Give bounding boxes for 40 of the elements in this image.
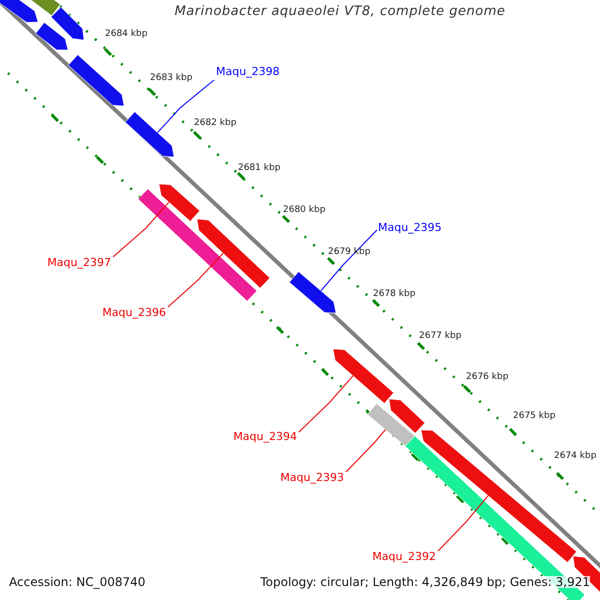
gene-label: Maqu_2394 bbox=[233, 431, 297, 442]
accession-text: Accession: NC_008740 bbox=[9, 576, 146, 588]
leader-line bbox=[438, 495, 489, 552]
gene-feature bbox=[125, 112, 174, 158]
leader-line bbox=[157, 80, 214, 134]
scale-label: 2683 kbp bbox=[150, 74, 192, 83]
leader-line bbox=[320, 230, 378, 292]
gene-feature bbox=[35, 22, 68, 50]
gene-label: Maqu_2392 bbox=[372, 551, 436, 562]
gene-label: Maqu_2395 bbox=[378, 222, 442, 233]
scale-label: 2682 kbp bbox=[194, 119, 236, 128]
gene-label: Maqu_2397 bbox=[47, 257, 111, 268]
leader-line bbox=[168, 252, 224, 308]
scale-label: 2677 kbp bbox=[419, 332, 462, 341]
gene-label: Maqu_2396 bbox=[102, 307, 166, 318]
genome-info-text: Topology: circular; Length: 4,326,849 bp; Genes: 3,921 bbox=[260, 576, 590, 588]
gene-feature bbox=[367, 403, 415, 447]
gene-label: Maqu_2393 bbox=[280, 472, 344, 483]
gene-feature bbox=[289, 271, 336, 314]
scale-label: 2679 kbp bbox=[328, 248, 370, 257]
scale-label: 2680 kbp bbox=[283, 206, 326, 215]
leader-line bbox=[298, 375, 354, 432]
gene-feature bbox=[196, 218, 270, 288]
title: Marinobacter aquaeolei VT8, complete genome bbox=[174, 5, 506, 18]
scale-label: 2675 kbp bbox=[513, 412, 556, 421]
gene-feature bbox=[68, 54, 124, 106]
scale-label: 2681 kbp bbox=[238, 164, 280, 173]
scale-label: 2674 kbp bbox=[554, 452, 596, 461]
scale-label: 2676 kbp bbox=[466, 373, 508, 382]
gene-feature bbox=[50, 6, 84, 40]
gene-feature bbox=[332, 348, 394, 404]
scale-label: 2678 kbp bbox=[373, 290, 416, 299]
gene-feature bbox=[158, 184, 200, 222]
scale-label: 2684 kbp bbox=[105, 30, 148, 39]
gene-feature bbox=[138, 188, 258, 302]
leader-line bbox=[112, 202, 170, 258]
gene-feature bbox=[388, 398, 426, 434]
gene-feature bbox=[0, 0, 38, 23]
leader-line bbox=[346, 429, 386, 472]
gene-label: Maqu_2398 bbox=[216, 66, 280, 77]
